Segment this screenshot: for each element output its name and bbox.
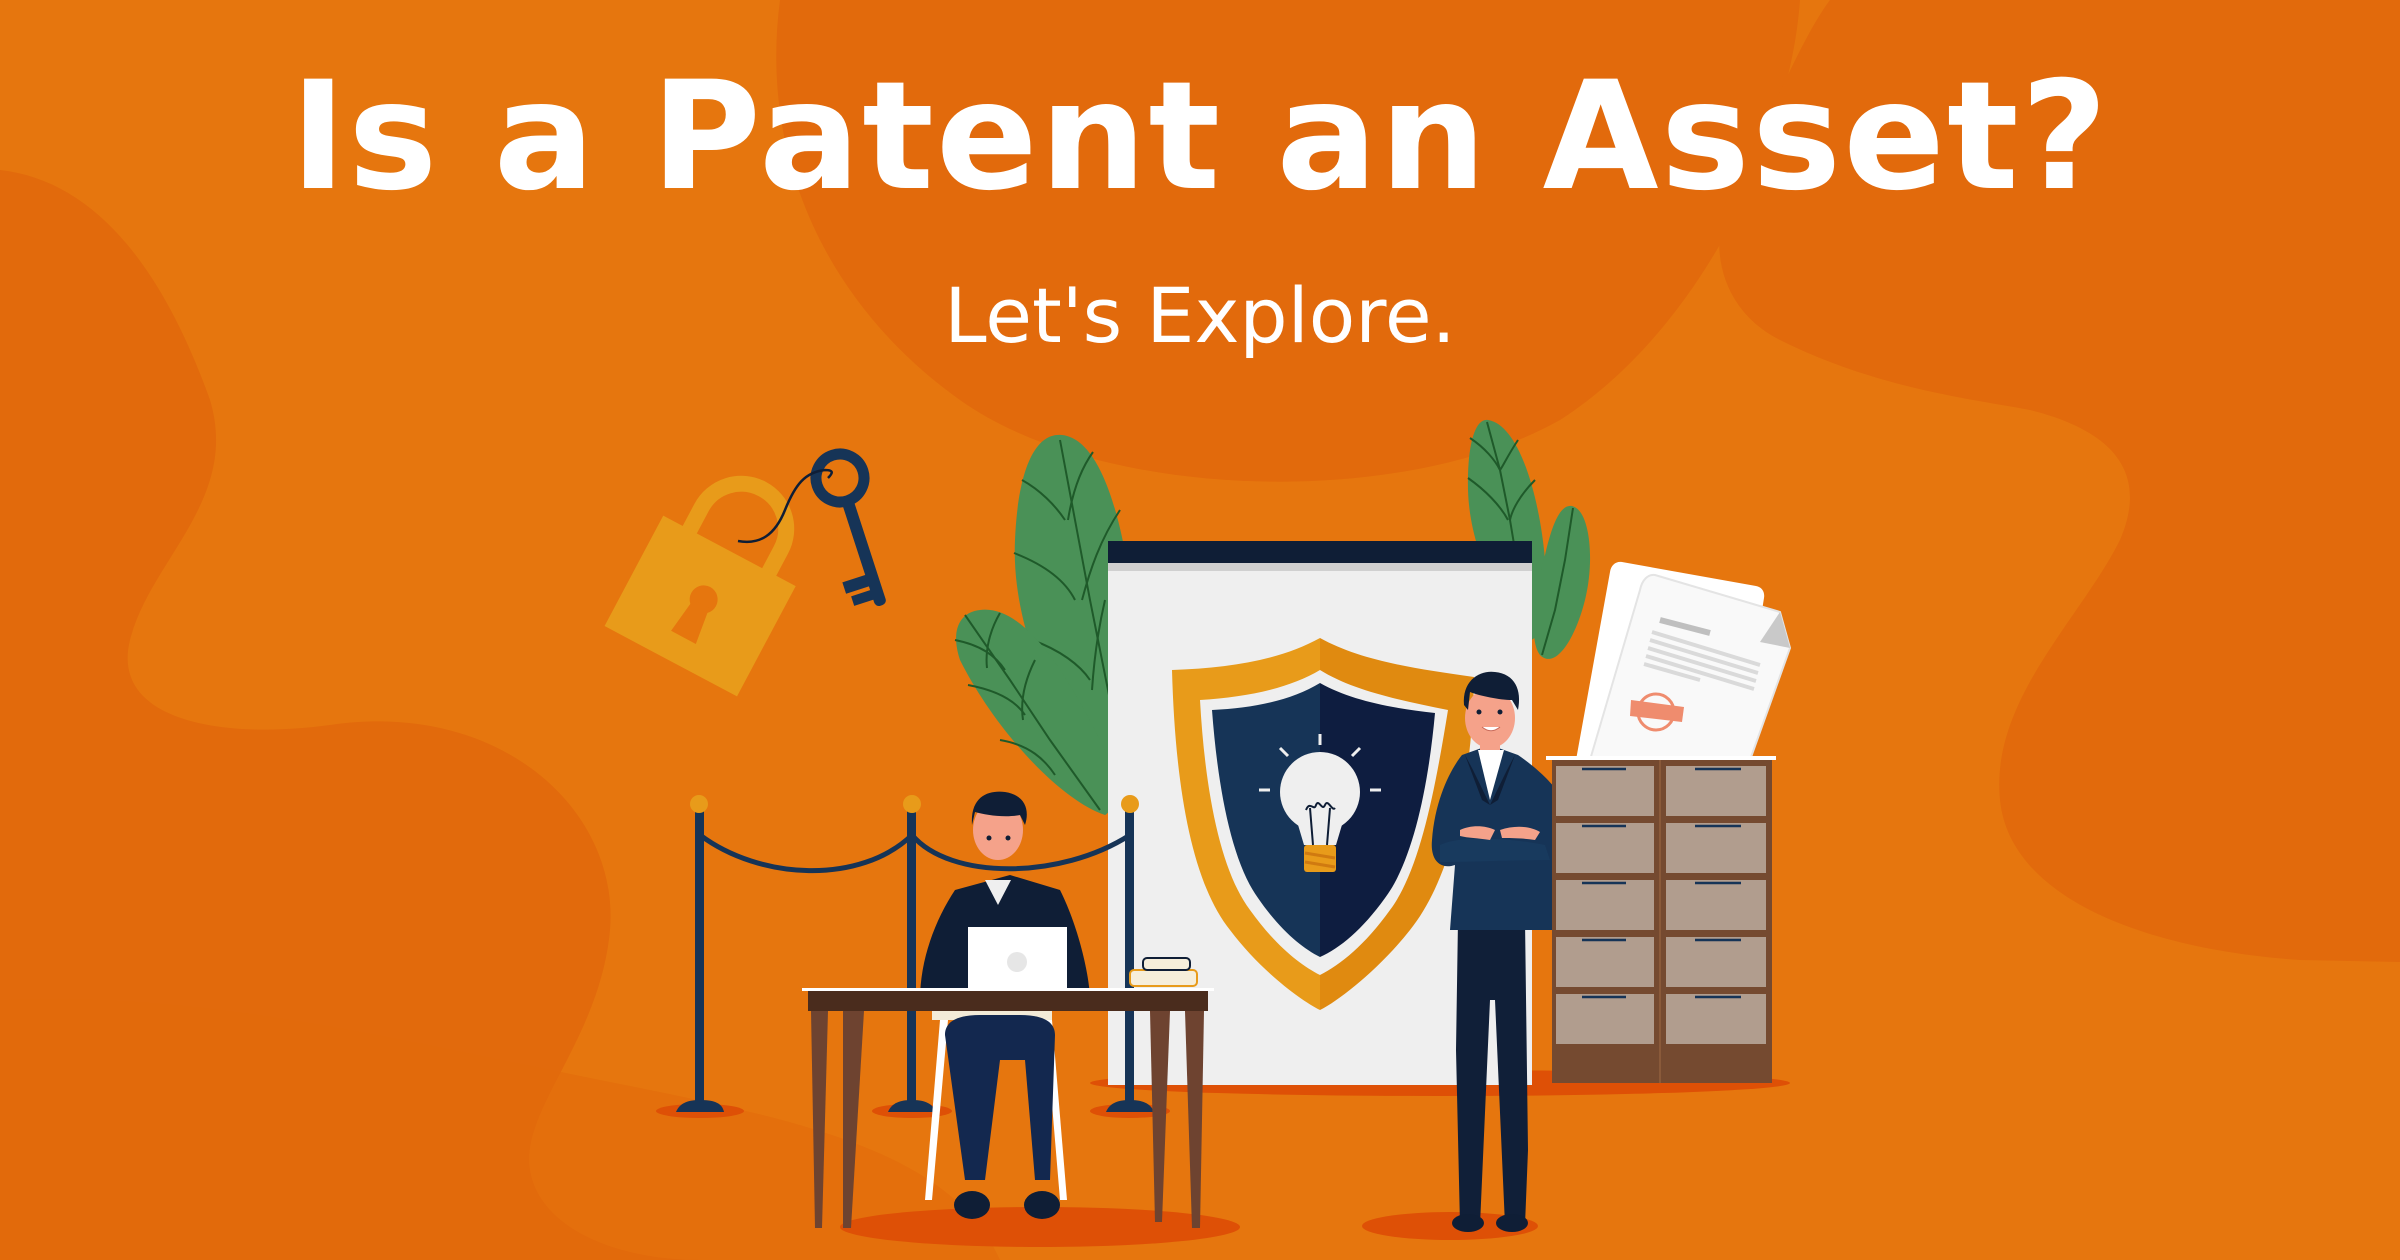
cabinet-drawers	[1556, 766, 1766, 1044]
page-subtitle: Let's Explore.	[944, 271, 1456, 360]
drawer-handles	[1582, 767, 1741, 999]
floor-shadows	[656, 1070, 1790, 1247]
rope-barrier	[676, 795, 1154, 1112]
documents-icon	[1576, 561, 1792, 761]
padlock-icon	[604, 475, 796, 697]
key-string	[737, 468, 833, 544]
standing-man	[1431, 671, 1579, 1232]
lightbulb-icon	[1259, 734, 1381, 872]
books-icon	[1129, 957, 1198, 987]
filing-cabinet	[1546, 756, 1776, 1083]
desk	[802, 927, 1214, 1228]
page-title: Is a Patent an Asset?	[290, 50, 2110, 224]
key-icon	[810, 448, 886, 606]
